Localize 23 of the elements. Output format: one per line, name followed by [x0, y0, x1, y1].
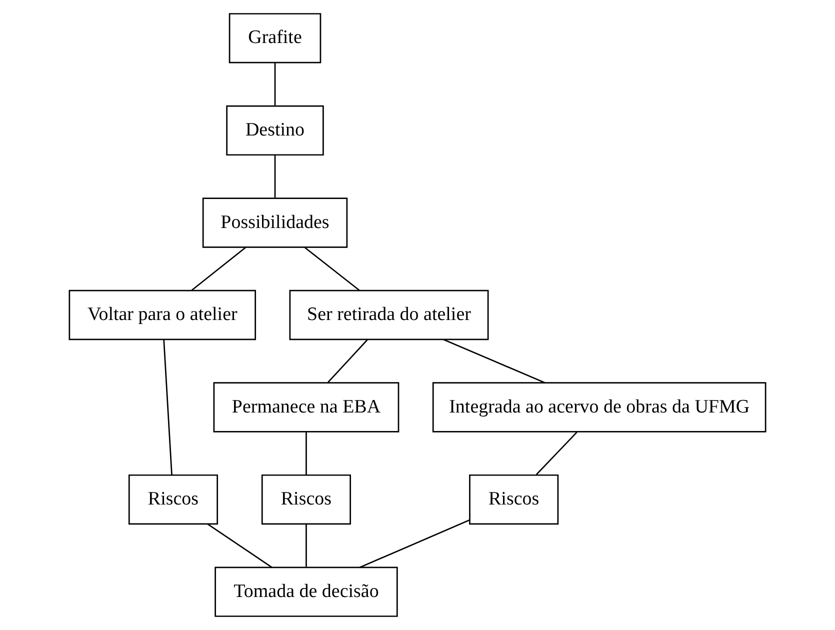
- connector: [274, 63, 276, 106]
- connector: [306, 524, 307, 567]
- connector: [304, 247, 360, 291]
- connector: [163, 339, 172, 475]
- connector: [536, 432, 578, 475]
- connector: [328, 339, 368, 383]
- connector: [306, 432, 307, 475]
- node-box: Grafite: [228, 13, 322, 64]
- node-box: Possibilidades: [202, 198, 348, 248]
- connector: [443, 339, 546, 384]
- node-box: Riscos: [261, 474, 351, 525]
- connector: [274, 155, 276, 198]
- node-box: Ser retirada do atelier: [289, 290, 489, 340]
- connector: [360, 520, 470, 568]
- node-box: Integrada ao acervo de obras da UFMG: [432, 382, 766, 432]
- node-box: Riscos: [469, 474, 559, 525]
- connector: [191, 247, 246, 291]
- connector: [207, 524, 272, 568]
- node-box: Destino: [226, 105, 324, 156]
- node-box: Riscos: [128, 474, 218, 525]
- node-box: Permanece na EBA: [213, 382, 400, 432]
- node-box: Voltar para o atelier: [68, 290, 256, 340]
- node-box: Tomada de decisão: [214, 566, 398, 617]
